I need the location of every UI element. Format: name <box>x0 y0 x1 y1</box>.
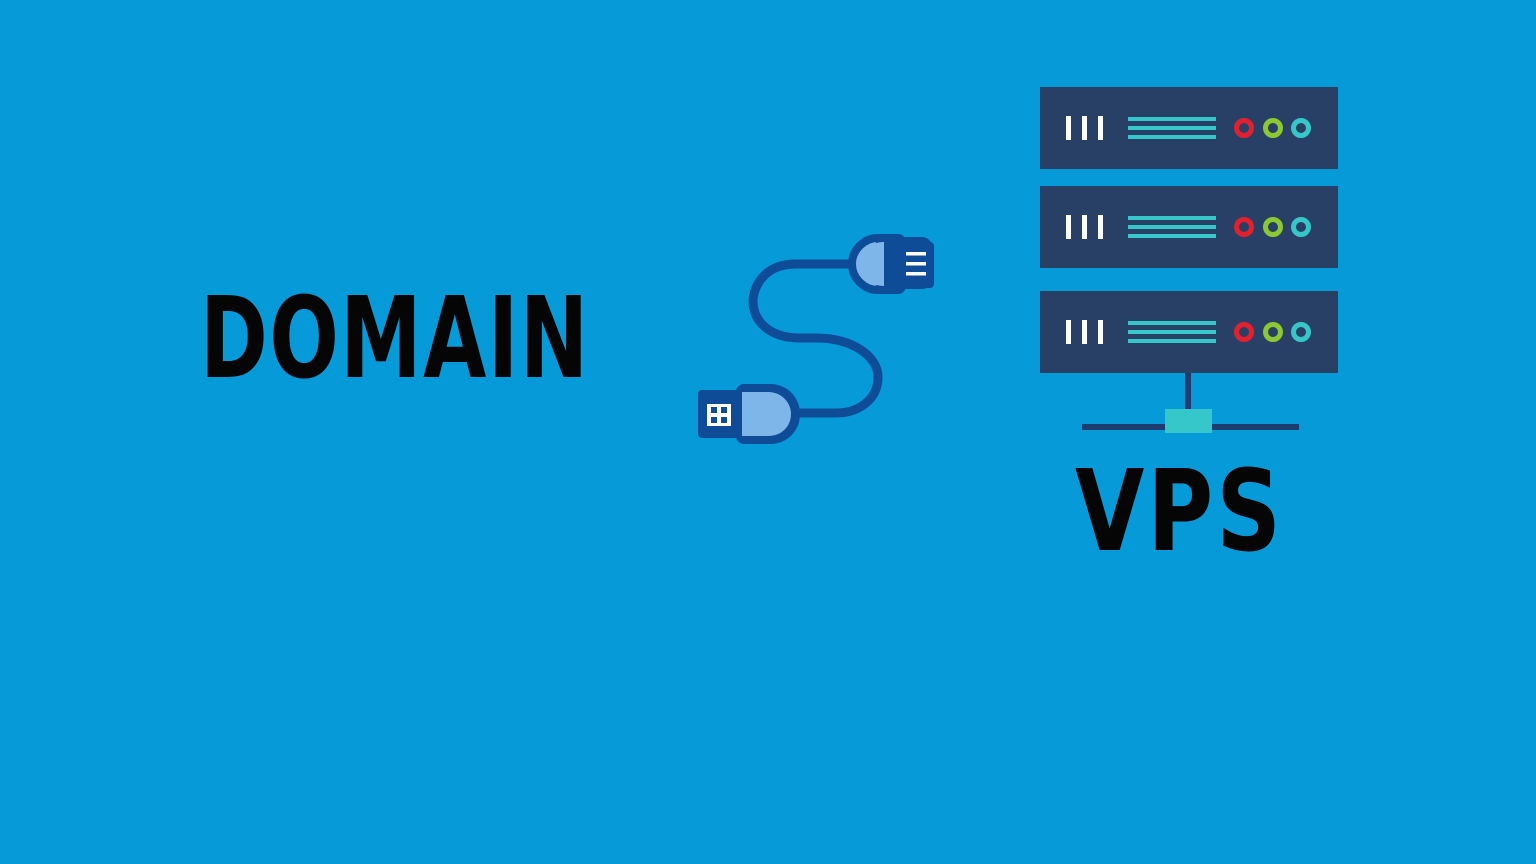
drive-slot <box>1082 116 1087 140</box>
domain-heading: DOMAIN <box>200 274 590 404</box>
status-led <box>1263 118 1283 138</box>
server-unit <box>1040 87 1338 169</box>
status-led <box>1291 217 1311 237</box>
status-led <box>1291 322 1311 342</box>
bottom-plug-port-hole <box>721 407 727 413</box>
bottom-plug-face <box>742 392 791 436</box>
status-led <box>1234 118 1254 138</box>
vent-line <box>1128 330 1216 334</box>
usb-cable-icon <box>698 234 934 444</box>
server-unit <box>1040 186 1338 268</box>
bottom-plug-port-hole <box>721 417 727 423</box>
drive-slot <box>1098 215 1103 239</box>
status-led <box>1263 322 1283 342</box>
vent-line <box>1128 126 1216 130</box>
drive-slot <box>1066 320 1071 344</box>
drive-slot <box>1098 116 1103 140</box>
top-plug-face <box>858 242 884 286</box>
bottom-plug-port <box>707 404 731 426</box>
drive-slot <box>1098 320 1103 344</box>
top-plug-pin <box>906 272 926 276</box>
vps-heading: VPS <box>1075 447 1285 577</box>
drive-slot <box>1082 320 1087 344</box>
bottom-plug-port-hole <box>711 407 717 413</box>
top-plug <box>847 234 934 294</box>
drive-slot <box>1082 215 1087 239</box>
bottom-plug-port-hole <box>711 417 717 423</box>
network-cable <box>1185 373 1191 415</box>
vent-line <box>1128 321 1216 325</box>
status-led <box>1234 322 1254 342</box>
status-led <box>1291 118 1311 138</box>
server-rack-icon <box>1040 87 1338 433</box>
vent-line <box>1128 339 1216 343</box>
bottom-plug <box>698 384 800 444</box>
vent-line <box>1128 117 1216 121</box>
cable-wire <box>748 259 883 418</box>
server-unit <box>1040 291 1338 373</box>
drive-slot <box>1066 215 1071 239</box>
top-plug-pin <box>906 252 926 256</box>
top-plug-pin <box>906 262 926 266</box>
status-led <box>1234 217 1254 237</box>
vent-line <box>1128 216 1216 220</box>
vent-line <box>1128 234 1216 238</box>
vent-line <box>1128 225 1216 229</box>
vent-line <box>1128 135 1216 139</box>
drive-slot <box>1066 116 1071 140</box>
network-switch <box>1165 409 1212 433</box>
status-led <box>1263 217 1283 237</box>
